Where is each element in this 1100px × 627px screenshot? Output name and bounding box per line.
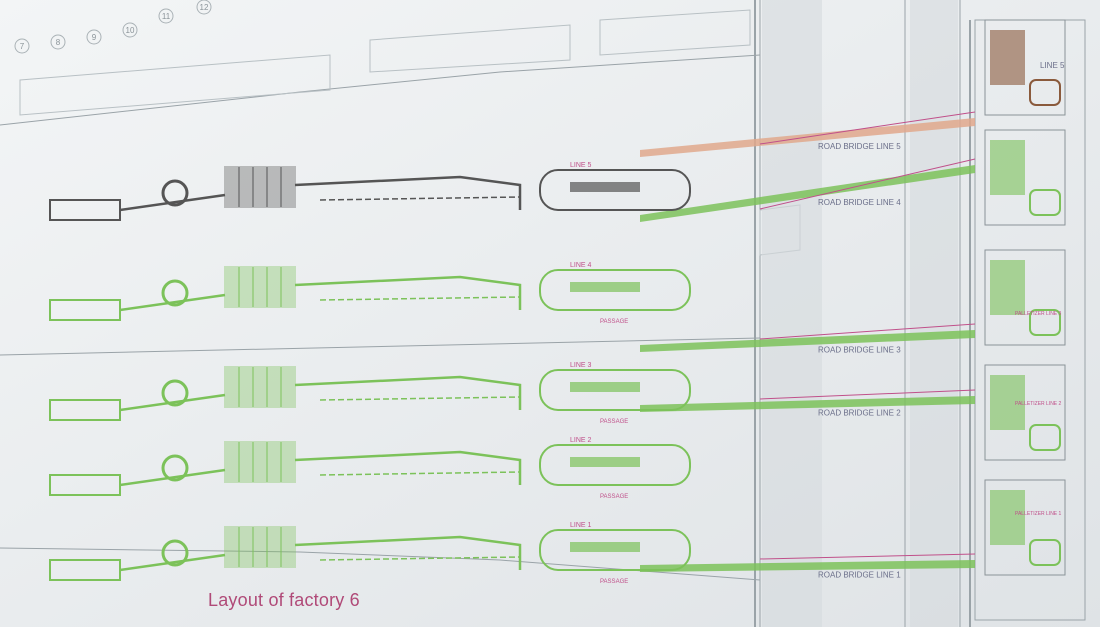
palletizer-bay (984, 479, 1066, 576)
rotary-machine (161, 179, 189, 207)
passage-label: PASSAGE (600, 419, 628, 425)
conveyor-secondary (319, 196, 521, 201)
accumulation-loop (539, 444, 691, 486)
conveyor-secondary (319, 296, 521, 301)
filler-unit (570, 182, 640, 192)
road-area (762, 0, 958, 627)
palletizer-label: PALLETIZER LINE 3 (1015, 311, 1062, 317)
palletizer-unit (990, 140, 1025, 195)
bridge-label: ROAD BRIDGE LINE 4 (818, 198, 901, 207)
grid-marker-circle (158, 8, 174, 24)
pallet-loop (1029, 79, 1061, 106)
pallet-loop (1029, 309, 1061, 336)
production-line: LINE 4 PASSAGE (49, 262, 691, 325)
bridge-edge (759, 158, 976, 210)
line-label: LINE 2 (570, 437, 592, 444)
grid-marker-number: 12 (200, 3, 209, 12)
grid-marker-number: 7 (20, 42, 25, 51)
grid-marker-number: 8 (56, 38, 61, 47)
palletizer-bay (984, 249, 1066, 346)
filler-unit (570, 382, 640, 392)
grid-marker-number: 10 (126, 26, 135, 35)
grid-marker-number: 11 (162, 12, 171, 21)
layout-caption: Layout of factory 6 (208, 590, 360, 610)
bridge-label: ROAD BRIDGE LINE 3 (818, 346, 901, 355)
pallet-loop (1029, 539, 1061, 566)
grid-marker-circle (86, 29, 102, 45)
oven-unit (224, 526, 296, 568)
palletizer-bay (984, 129, 1066, 226)
rotary-machine (161, 454, 189, 482)
grid-number-row: 7 8 9 10 11 12 (14, 0, 212, 54)
rotary-machine (161, 379, 189, 407)
oven-unit (224, 441, 296, 483)
production-line: LINE 3 PASSAGE (49, 362, 691, 425)
filler-unit (570, 542, 640, 552)
accumulation-loop (539, 269, 691, 311)
top-structural-band (19, 9, 801, 256)
bridge-label: ROAD BRIDGE LINE 5 (818, 142, 901, 151)
pallet-loop (1029, 424, 1061, 451)
palletizer-unit (990, 260, 1025, 315)
line-label: LINE 3 (570, 362, 592, 369)
bridge-edge (759, 111, 976, 145)
rotary-machine (161, 279, 189, 307)
passage-label: PASSAGE (600, 579, 628, 585)
palletizer-label: PALLETIZER LINE 1 (1015, 511, 1062, 517)
bridge-edge (759, 389, 976, 400)
rotary-machine (161, 539, 189, 567)
oven-unit (224, 266, 296, 308)
passage-label: PASSAGE (600, 494, 628, 500)
filler-unit (570, 457, 640, 467)
line5-right-label: LINE 5 (1040, 61, 1065, 70)
palletizer-label: PALLETIZER LINE 2 (1015, 401, 1062, 407)
passage-label: PASSAGE (600, 319, 628, 325)
grid-marker-circle (50, 34, 66, 50)
production-lines: LINE 5 LINE 4 PASSAGE LINE 3 PASSAGE LINE 2 PA… (49, 162, 691, 585)
bridge-conveyor (640, 330, 975, 352)
production-line: LINE 2 PASSAGE (49, 437, 691, 500)
accumulation-loop (539, 169, 691, 211)
filler-unit (570, 282, 640, 292)
conveyor-secondary (319, 471, 521, 476)
grid-marker-circle (122, 22, 138, 38)
bridge-label: ROAD BRIDGE LINE 1 (818, 571, 901, 580)
line-label: LINE 5 (570, 162, 592, 169)
production-line: LINE 1 PASSAGE (49, 522, 691, 585)
palletizer-bay (984, 19, 1066, 116)
bridge-conveyor (640, 560, 975, 572)
grid-marker-circle (14, 38, 30, 54)
accumulation-loop (539, 529, 691, 571)
bridge-edge (759, 323, 976, 340)
pallet-loop (1029, 189, 1061, 216)
conveyor-secondary (319, 396, 521, 401)
bridge-conveyor (640, 118, 975, 157)
palletizer-unit (990, 490, 1025, 545)
conveyor-secondary (319, 556, 521, 561)
accumulation-loop (539, 369, 691, 411)
palletizer-bay (984, 364, 1066, 461)
palletizer-area: LINE 5 PALLETIZER LINE 3 PALLETIZER LINE 2… (984, 19, 1066, 576)
oven-unit (224, 166, 296, 208)
grid-marker-circle (196, 0, 212, 15)
bridge-conveyor (640, 165, 975, 222)
bridge-conveyor (640, 396, 975, 412)
oven-unit (224, 366, 296, 408)
road-bridges: ROAD BRIDGE LINE 5 ROAD BRIDGE LINE 4 ROAD… (640, 111, 976, 580)
palletizer-unit (990, 375, 1025, 430)
bridge-label: ROAD BRIDGE LINE 2 (818, 409, 901, 418)
production-line: LINE 5 (49, 162, 691, 221)
palletizer-unit (990, 30, 1025, 85)
bridge-edge (759, 553, 976, 560)
grid-marker-number: 9 (92, 33, 97, 42)
line-label: LINE 1 (570, 522, 592, 529)
line-label: LINE 4 (570, 262, 592, 269)
